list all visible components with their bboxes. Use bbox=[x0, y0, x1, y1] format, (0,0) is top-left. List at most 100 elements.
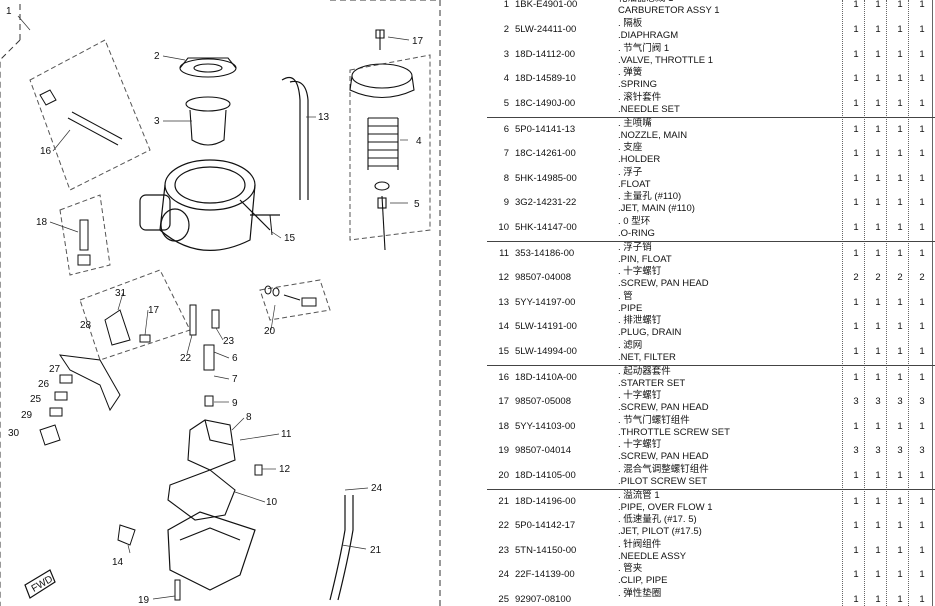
quantity: 1 bbox=[897, 73, 903, 85]
quantity: 1 bbox=[853, 98, 859, 110]
quantity: 1 bbox=[853, 23, 859, 35]
pilot-screw-set bbox=[264, 285, 317, 307]
part-number: 92907-08100 bbox=[515, 594, 571, 606]
overflow-pipe bbox=[329, 495, 354, 601]
part-name-chinese: . 滤网 bbox=[618, 340, 643, 352]
throttle-linkage bbox=[39, 309, 131, 446]
quantity: 1 bbox=[853, 594, 859, 606]
part-name: . 起动器套件.STARTER SET bbox=[618, 366, 685, 390]
ref-number: 8 bbox=[503, 172, 509, 184]
part-name: . 十字螺钉.SCREW, PAN HEAD bbox=[618, 390, 709, 414]
quantity: 1 bbox=[897, 544, 903, 556]
quantity: 1 bbox=[919, 124, 925, 135]
quantity: 1 bbox=[853, 172, 859, 184]
part-name: . 支座.HOLDER bbox=[618, 142, 660, 166]
part-number: 5P0-14141-13 bbox=[515, 124, 576, 135]
part-name: . 0 型环.O-RING bbox=[618, 216, 655, 240]
callout: 14 bbox=[112, 557, 124, 568]
quantity: 3 bbox=[875, 395, 881, 407]
quantity: 1 bbox=[919, 496, 925, 507]
part-name-chinese: . 隔板 bbox=[618, 17, 643, 29]
ref-number: 13 bbox=[498, 296, 509, 308]
part-number: 5LW-14191-00 bbox=[515, 321, 577, 333]
quantity: 1 bbox=[897, 569, 903, 581]
part-name-chinese: . 十字螺钉 bbox=[618, 389, 662, 401]
part-name-chinese: . 弹性垫圈 bbox=[618, 588, 662, 600]
starter-set bbox=[39, 89, 123, 146]
quantity: 1 bbox=[875, 48, 881, 60]
quantity: 1 bbox=[853, 544, 859, 556]
quantity: 1 bbox=[897, 346, 903, 358]
ref-number: 16 bbox=[498, 372, 509, 383]
part-number: 5P0-14142-17 bbox=[515, 519, 576, 531]
ref-number: 19 bbox=[498, 445, 509, 457]
quantity: 1 bbox=[897, 519, 903, 531]
col-divider bbox=[908, 0, 909, 606]
callout: 21 bbox=[370, 545, 382, 556]
part-name-english: .O-RING bbox=[618, 228, 655, 240]
part-name: . 溢流管 1.PIPE, OVER FLOW 1 bbox=[618, 490, 713, 514]
part-name: . 针阀组件.NEEDLE ASSY bbox=[618, 539, 686, 563]
part-name-english: .CLIP, PIPE bbox=[618, 575, 668, 587]
quantity: 3 bbox=[897, 395, 903, 407]
quantity: 1 bbox=[919, 23, 925, 35]
ref-number: 17 bbox=[498, 395, 509, 407]
ref-number: 21 bbox=[498, 496, 509, 507]
part-name-chinese: 化油器总成 1 bbox=[618, 0, 720, 5]
quantity: 2 bbox=[853, 271, 859, 283]
quantity: 1 bbox=[853, 519, 859, 531]
part-name: . 弹簧.SPRING bbox=[618, 67, 657, 91]
quantity: 1 bbox=[897, 321, 903, 333]
part-name-english: .NEEDLE ASSY bbox=[618, 550, 687, 562]
ref-number: 14 bbox=[498, 321, 509, 333]
quantity: 1 bbox=[897, 48, 903, 60]
part-name-chinese: . 支座 bbox=[618, 141, 643, 153]
part-number: 18C-1490J-00 bbox=[515, 98, 576, 110]
callout: 17 bbox=[148, 305, 160, 316]
part-name-english: .SCREW, PAN HEAD bbox=[618, 451, 709, 463]
part-number: 5LW-14994-00 bbox=[515, 346, 577, 358]
part-number: 22F-14139-00 bbox=[515, 569, 575, 581]
quantity: 3 bbox=[853, 395, 859, 407]
spring-coil bbox=[367, 117, 399, 170]
part-name-english: .PIPE, OVER FLOW 1 bbox=[618, 502, 713, 513]
quantity: 1 bbox=[875, 321, 881, 333]
callout: 12 bbox=[279, 464, 291, 475]
quantity: 1 bbox=[875, 420, 881, 432]
callout: 25 bbox=[30, 394, 42, 405]
quantity: 1 bbox=[897, 248, 903, 259]
quantity: 1 bbox=[875, 519, 881, 531]
part-number: 18C-14261-00 bbox=[515, 147, 576, 159]
part-name-chinese: . 浮子销 bbox=[618, 242, 652, 253]
quantity: 1 bbox=[919, 569, 925, 581]
quantity: 1 bbox=[875, 569, 881, 581]
quantity: 1 bbox=[875, 147, 881, 159]
quantity: 1 bbox=[875, 372, 881, 383]
callout: 27 bbox=[49, 364, 61, 375]
part-name-chinese: . 十字螺钉 bbox=[618, 265, 662, 277]
part-name-chinese: . 弹簧 bbox=[618, 67, 643, 79]
part-name-chinese: . 节气门阀 1 bbox=[618, 42, 670, 54]
part-number: 5HK-14985-00 bbox=[515, 172, 577, 184]
part-name-english: .HOLDER bbox=[618, 153, 661, 165]
callout: 30 bbox=[8, 428, 20, 439]
quantity: 1 bbox=[853, 0, 859, 10]
ref-number: 24 bbox=[498, 569, 509, 581]
ref-number: 4 bbox=[503, 73, 509, 85]
part-name-english: .DIAPHRAGM bbox=[618, 29, 679, 41]
part-number: 5YY-14197-00 bbox=[515, 296, 576, 308]
quantity: 1 bbox=[875, 172, 881, 184]
quantity: 1 bbox=[919, 222, 925, 234]
quantity: 1 bbox=[875, 594, 881, 606]
ref-number: 6 bbox=[503, 124, 509, 135]
quantity: 1 bbox=[875, 496, 881, 507]
part-name: . 隔板.DIAPHRAGM bbox=[618, 18, 678, 42]
